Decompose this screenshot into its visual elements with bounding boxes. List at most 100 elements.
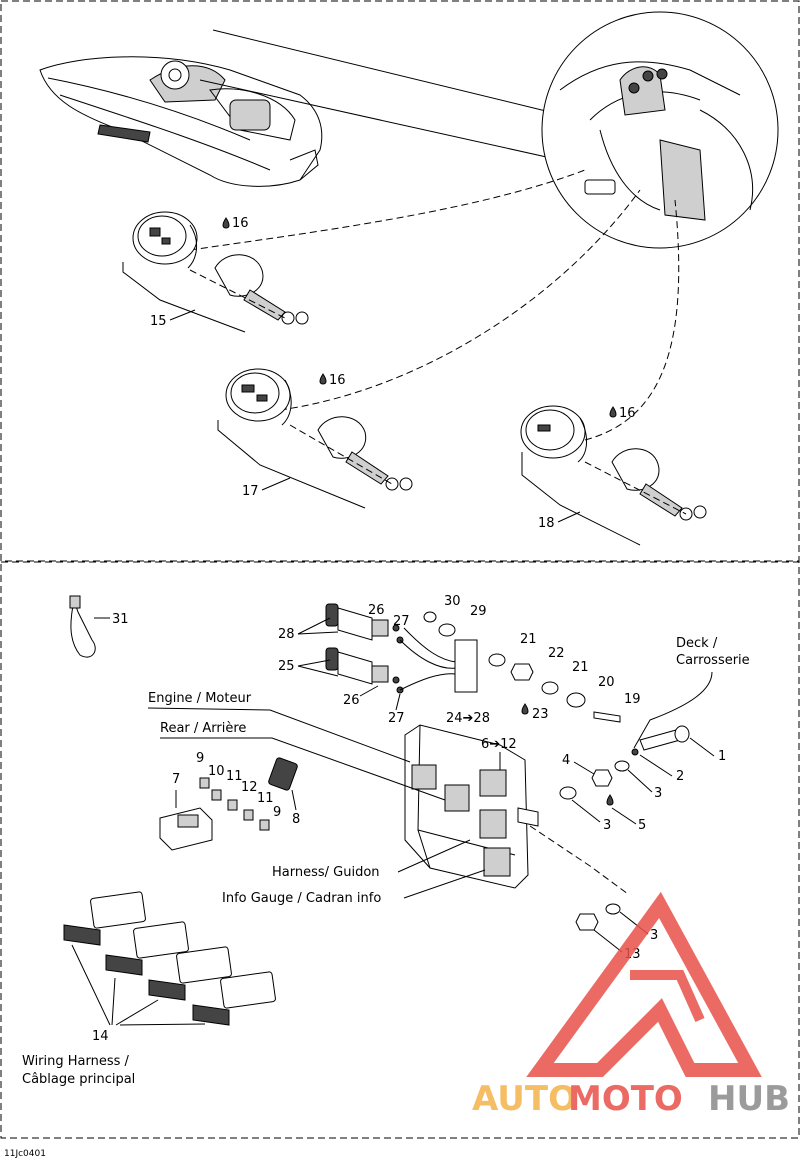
watermark-text-auto: AUTO	[472, 1079, 577, 1119]
leader-line	[593, 929, 623, 953]
leader-line	[359, 685, 379, 697]
wiring-harness-connectors-14	[63, 891, 276, 1026]
washer-20	[566, 692, 586, 708]
watermark-triangle-icon	[526, 891, 762, 1077]
leader-line	[573, 761, 595, 775]
callout-16: 16	[329, 373, 346, 388]
callout-23: 23	[532, 707, 549, 722]
loctite-drop-icon	[606, 794, 614, 806]
callout-9: 9	[273, 805, 281, 820]
callout-8: 8	[292, 812, 300, 827]
callout-26: 26	[343, 693, 360, 708]
callout-7: 7	[172, 772, 180, 787]
nut-22	[510, 663, 534, 681]
watermark-text-moto: MOTO	[568, 1079, 683, 1119]
label-harness: Harness/ Guidon	[272, 865, 380, 880]
label-info-gauge: Info Gauge / Cadran info	[222, 891, 381, 906]
callout-16: 16	[619, 406, 636, 421]
connector-assembly-25-28	[325, 603, 478, 694]
callout-4: 4	[562, 753, 570, 768]
callout-21: 21	[572, 660, 589, 675]
loctite-drop-icon	[222, 217, 230, 229]
leader-line	[160, 737, 446, 801]
gauge-17-assembly	[217, 368, 413, 509]
callout-21: 21	[520, 632, 537, 647]
leader-line	[199, 79, 561, 161]
leader-line	[627, 769, 653, 793]
label-cablage-principal: Câblage principal	[22, 1072, 135, 1087]
boat-illustration	[39, 56, 323, 187]
callout-25: 25	[278, 659, 295, 674]
leader-line	[212, 29, 551, 113]
bottom-panel-frame	[0, 561, 800, 1139]
cable-tie-31	[69, 595, 96, 658]
callout-17: 17	[242, 484, 259, 499]
leader-line	[297, 617, 339, 635]
washer-21	[488, 653, 506, 667]
callout-27: 27	[393, 614, 410, 629]
leader-line	[403, 869, 486, 899]
leader-line	[397, 839, 471, 873]
leader-line	[297, 659, 339, 677]
leader-line	[261, 477, 291, 491]
leader-dashed	[279, 189, 641, 411]
washer-21	[541, 681, 559, 695]
callout-12: 12	[241, 780, 258, 795]
callout-3: 3	[654, 786, 662, 801]
callout-1: 1	[718, 749, 726, 764]
callout-20: 20	[598, 675, 615, 690]
loctite-drop-icon	[319, 373, 327, 385]
gauge-18-assembly	[520, 405, 707, 546]
screw-19	[593, 711, 621, 723]
watermark-text-hub: HUB	[708, 1079, 790, 1119]
leader-line	[147, 707, 411, 763]
label-wiring-harness: Wiring Harness /	[22, 1054, 130, 1069]
gauge-15-assembly	[122, 211, 309, 333]
callout-27: 27	[388, 711, 405, 726]
leader-line	[611, 807, 637, 825]
leader-line	[557, 511, 581, 523]
callout-31: 31	[112, 612, 129, 627]
leader-line	[169, 309, 196, 321]
callout-3: 3	[650, 928, 658, 943]
label-rear: Rear / Arrière	[160, 721, 246, 736]
mounting-hardware-1-5	[559, 725, 690, 800]
leader-dashed	[584, 199, 680, 441]
leader-line	[689, 737, 715, 757]
callout-9: 9	[196, 751, 204, 766]
leader-line	[633, 671, 713, 749]
control-module-6-12	[404, 724, 539, 889]
callout-11: 11	[226, 769, 243, 784]
label-deck: Deck /	[676, 636, 718, 651]
leader-line	[639, 754, 673, 777]
callout-6-12: 6➔12	[481, 737, 517, 752]
leader-dashed	[189, 169, 586, 251]
callout-28: 28	[278, 627, 295, 642]
callout-26: 26	[368, 603, 385, 618]
callout-22: 22	[548, 646, 565, 661]
label-engine: Engine / Moteur	[148, 691, 252, 706]
callout-30: 30	[444, 594, 461, 609]
callout-11: 11	[257, 791, 274, 806]
callout-16: 16	[232, 216, 249, 231]
callout-19: 19	[624, 692, 641, 707]
callout-18: 18	[538, 516, 555, 531]
washer-3	[605, 903, 621, 915]
nut-13	[575, 913, 599, 931]
callout-5: 5	[638, 818, 646, 833]
leader-line	[71, 944, 206, 1026]
callout-24-28: 24➔28	[446, 711, 490, 726]
callout-10: 10	[208, 764, 225, 779]
watermark-logo: AUTO MOTO HUB	[472, 891, 790, 1119]
leader-line	[291, 789, 297, 811]
loctite-drop-icon	[521, 703, 529, 715]
leader-line	[395, 693, 401, 711]
top-panel-frame	[0, 0, 800, 562]
callout-3: 3	[603, 818, 611, 833]
leader-line	[571, 799, 601, 823]
loctite-drop-icon	[609, 406, 617, 418]
washer-30	[423, 611, 437, 623]
callout-14: 14	[92, 1029, 109, 1044]
